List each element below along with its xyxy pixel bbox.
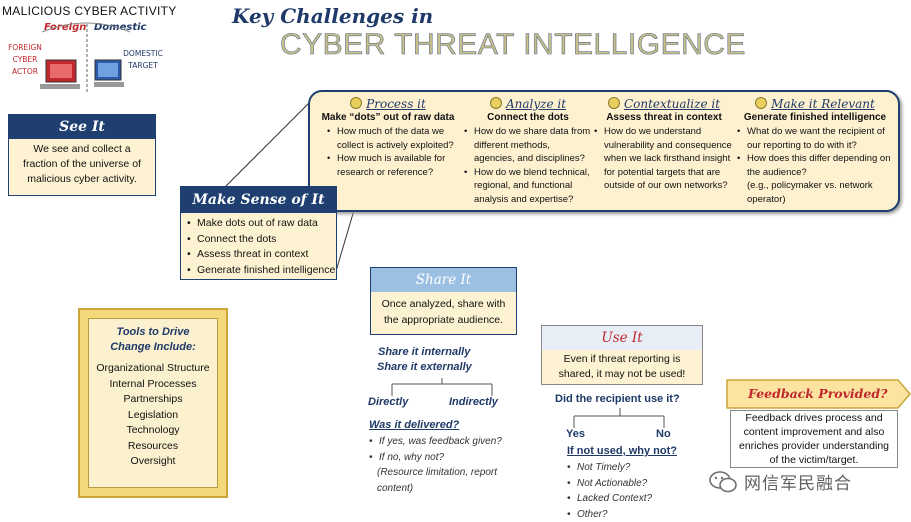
see-it-title: See It xyxy=(9,115,155,139)
make-sense-box: Make Sense of It Make dots out of raw da… xyxy=(180,186,337,280)
activity-title: Malicious Cyber Activity xyxy=(2,4,177,18)
use-no: No xyxy=(656,428,671,440)
share-indirectly: Indirectly xyxy=(449,396,498,408)
title-line-1: Key Challenges in xyxy=(232,4,434,28)
use-it-title: Use It xyxy=(542,326,702,350)
tools-list: Organizational Structure Internal Proces… xyxy=(96,362,210,467)
analyze-bullets: How do we share data from different meth… xyxy=(464,125,592,206)
use-question: Did the recipient use it? xyxy=(555,393,680,405)
analyze-subtitle: Connect the dots xyxy=(487,112,569,123)
relevant-dot-icon xyxy=(755,97,768,109)
delivered-question: Was it delivered? xyxy=(369,419,460,431)
feedback-title: Feedback Provided? xyxy=(748,386,888,401)
delivered-list: If yes, was feedback given? If no, why n… xyxy=(369,434,502,496)
relevant-title: Make it Relevant xyxy=(771,97,875,111)
process-title: Process it xyxy=(366,97,426,111)
watermark-text: 网信军民融合 xyxy=(744,474,852,494)
computers-icon xyxy=(40,22,131,92)
share-branch-lines xyxy=(391,378,493,396)
not-used-reasons: Not Timely? Not Actionable? Lacked Conte… xyxy=(567,460,652,522)
title-line-2: CYBER THREAT INTELLIGENCE xyxy=(280,28,746,62)
feedback-body: Feedback drives process and content impr… xyxy=(730,410,898,468)
relevant-note: (e.g., policymaker vs. network operator) xyxy=(747,180,873,205)
foreign-label: Foreign xyxy=(44,22,87,33)
analyze-dot-icon xyxy=(489,97,502,109)
use-branch-lines xyxy=(573,408,665,428)
activity-illustration: Malicious Cyber Activity Foreign Domesti… xyxy=(2,2,176,94)
use-yes: Yes xyxy=(566,428,585,440)
wechat-icon xyxy=(709,470,737,492)
process-col-analyze: Analyze it Connect the dots How do we sh… xyxy=(464,93,592,206)
contextualize-title: Contextualize it xyxy=(623,97,721,111)
process-col-contextualize: Contextualize it Assess threat in contex… xyxy=(594,93,734,193)
contextualize-subtitle: Assess threat in context xyxy=(606,112,722,123)
actor-label: ForeignCyberActor xyxy=(8,43,42,76)
share-directly: Directly xyxy=(368,396,409,408)
process-dot-icon xyxy=(350,97,363,109)
make-sense-list: Make dots out of raw data Connect the do… xyxy=(187,216,336,278)
domestic-label: Domestic xyxy=(94,22,147,33)
contextualize-dot-icon xyxy=(607,97,620,109)
feedback-arrow-shape xyxy=(726,379,911,409)
process-bullets: How much of the data we collect is activ… xyxy=(327,125,463,179)
relevant-bullets: What do we want the recipient of our rep… xyxy=(737,125,893,179)
share-externally: Share it externally xyxy=(377,361,472,373)
relevant-subtitle: Generate finished intelligence xyxy=(743,112,887,123)
process-col-process: Process it Make “dots” out of raw data H… xyxy=(313,93,463,179)
process-subtitle: Make “dots” out of raw data xyxy=(321,112,455,123)
target-label: DomesticTarget xyxy=(123,49,163,70)
make-sense-title: Make Sense of It xyxy=(181,187,336,213)
analyze-title: Analyze it xyxy=(505,97,567,111)
process-col-relevant: Make it Relevant Generate finished intel… xyxy=(737,93,893,206)
contextualize-bullets: How do we understand vulnerability and c… xyxy=(594,125,734,193)
share-it-title: Share It xyxy=(371,268,516,292)
not-used-question: If not used, why not? xyxy=(567,445,677,457)
watermark: 网信军民融合 xyxy=(708,469,852,494)
share-internally: Share it internally xyxy=(378,346,471,358)
